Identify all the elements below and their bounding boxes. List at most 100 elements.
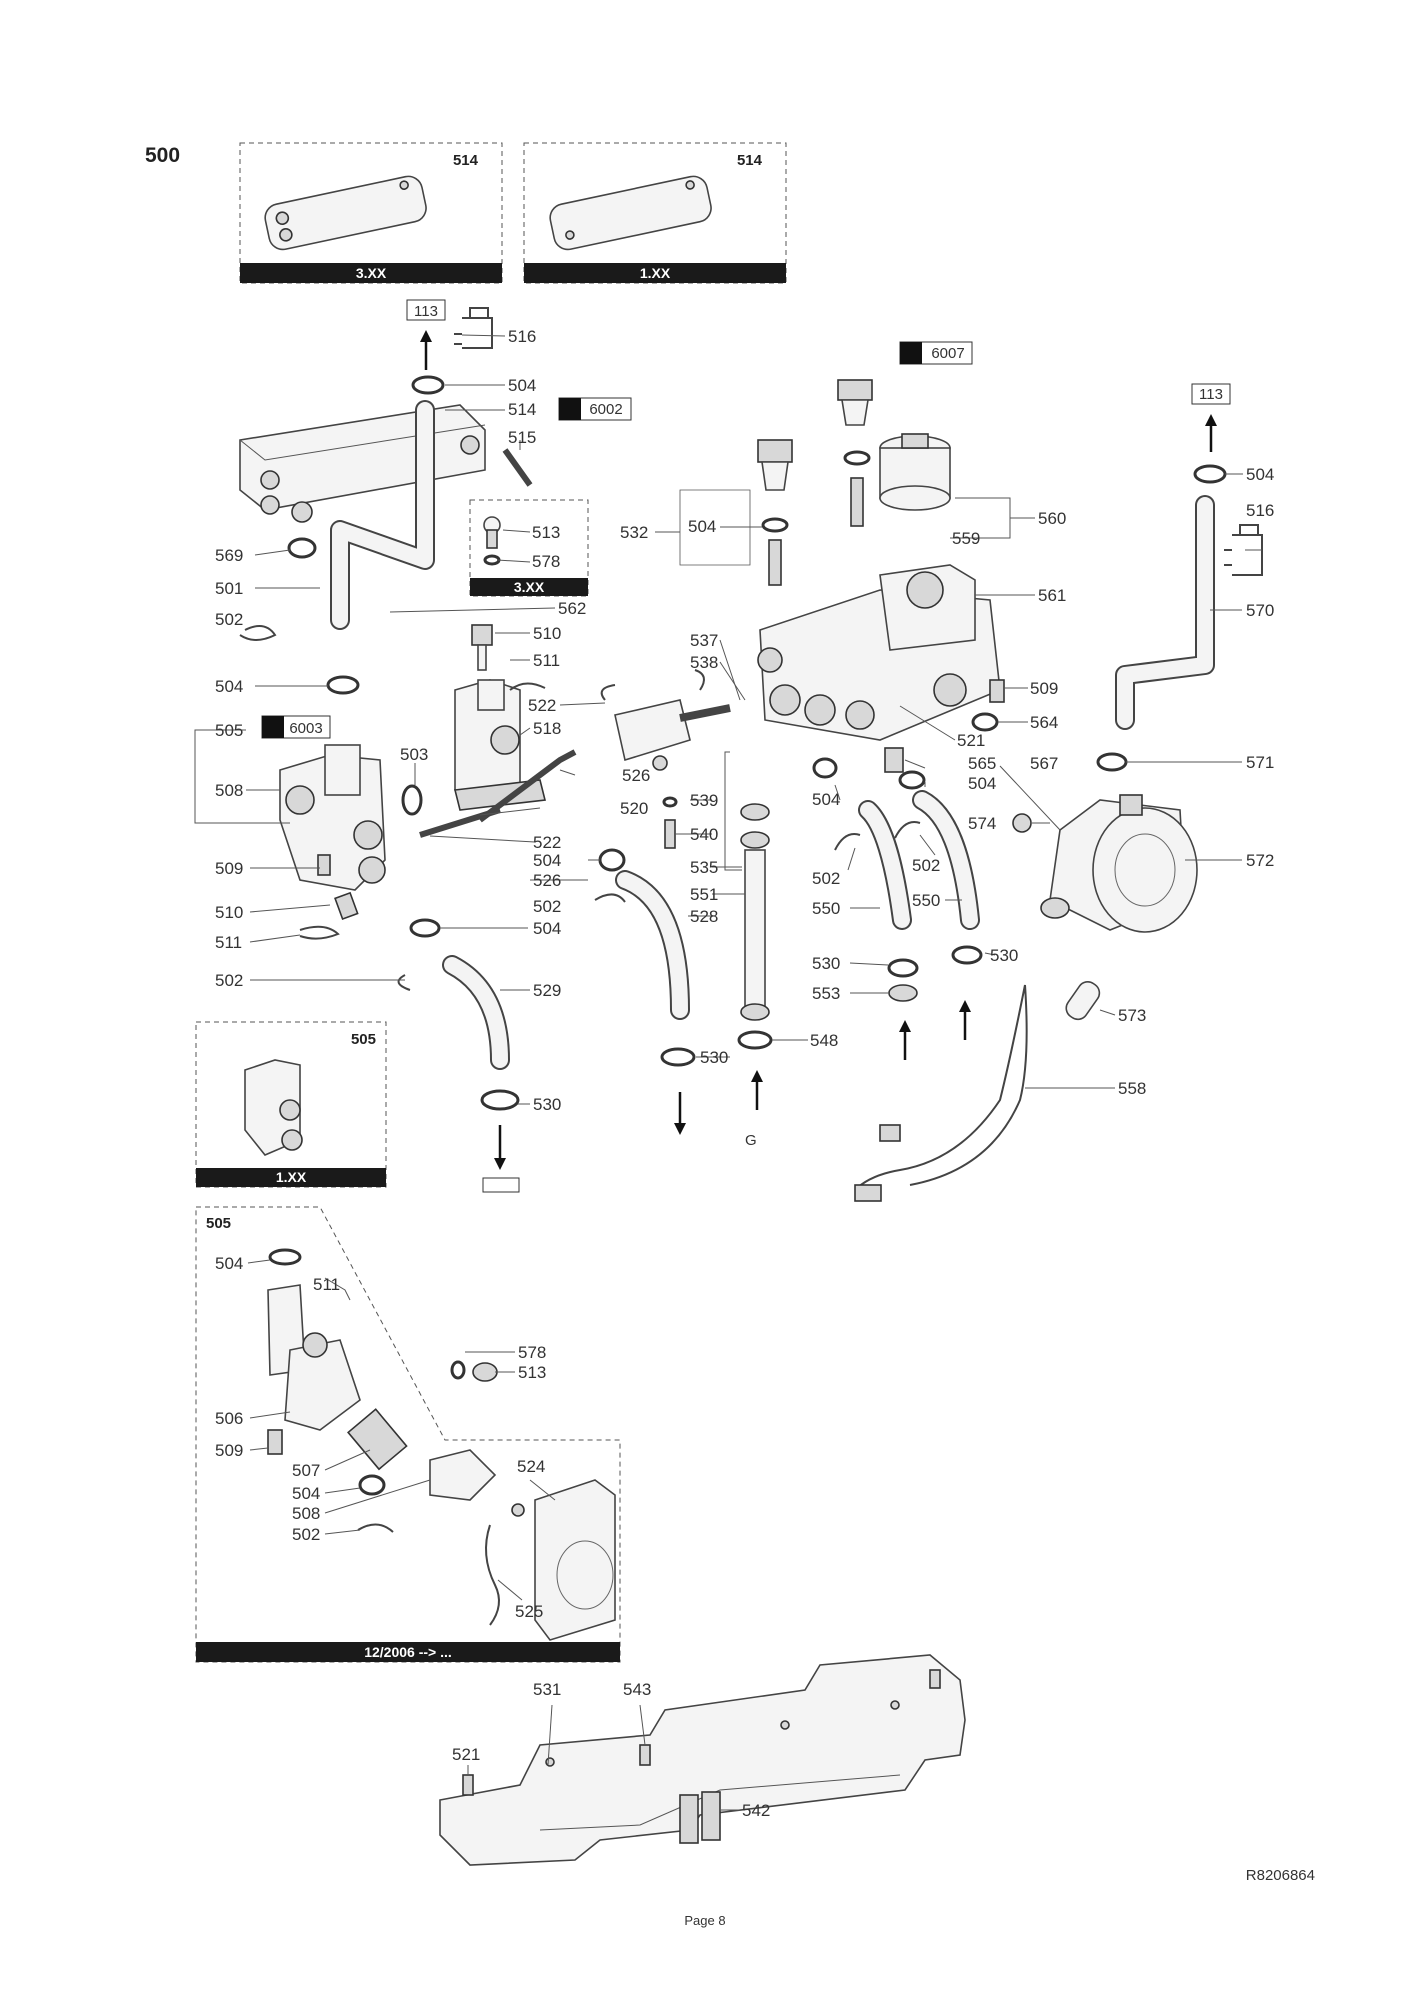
- nut-icon: [1012, 813, 1032, 833]
- inset-box-513-578: 3.XX: [469, 499, 589, 597]
- leader-lines: [194, 334, 1262, 1811]
- screw-icon: [664, 819, 676, 849]
- clip-icon: [397, 974, 411, 991]
- part-label: 560: [1038, 509, 1066, 528]
- pipe-550-left-icon: [858, 800, 912, 930]
- inset-box-3xx: 3.XX 514: [239, 142, 503, 284]
- flow-arrow-up: [899, 1020, 911, 1060]
- part-label: 504: [215, 677, 243, 696]
- part-label: 509: [1030, 679, 1058, 698]
- flow-arrow-up: [959, 1000, 971, 1040]
- o-ring-icon: [971, 712, 999, 732]
- circulation-pump-icon: [1040, 794, 1198, 933]
- part-label: 538: [690, 653, 718, 672]
- wiring-harness-558-icon: [854, 984, 1028, 1202]
- inset-bar-label: 1.XX: [640, 265, 671, 281]
- inset-box-1xx: 1.XX 514: [523, 142, 787, 284]
- part-label: 521: [452, 1745, 480, 1764]
- part-label: 504: [215, 1254, 243, 1273]
- part-label: 516: [508, 327, 536, 346]
- section-number: 500: [145, 144, 180, 167]
- part-label: 573: [1118, 1006, 1146, 1025]
- part-label: 530: [812, 954, 840, 973]
- part-label: 508: [215, 781, 243, 800]
- diagram-reference: R8206864: [1246, 1867, 1315, 1884]
- o-ring-icon: [401, 784, 423, 816]
- clip-icon: [239, 625, 277, 641]
- part-label: 504: [1246, 465, 1274, 484]
- o-ring-icon: [287, 537, 317, 559]
- clip-icon: [834, 833, 861, 851]
- plate-heat-exchanger-icon: [239, 404, 486, 523]
- clip-icon: [694, 669, 705, 691]
- part-label: 530: [700, 1048, 728, 1067]
- part-label: 567: [1030, 754, 1058, 773]
- part-label: 574: [968, 814, 996, 833]
- part-label: 509: [215, 859, 243, 878]
- part-label: 503: [400, 745, 428, 764]
- part-label: 510: [533, 624, 561, 643]
- o-ring-icon: [411, 375, 445, 395]
- sensor-icon: [317, 854, 331, 876]
- clip-516-icon: [1224, 524, 1263, 576]
- valve-head-icon: [837, 379, 873, 426]
- part-label: 537: [690, 631, 718, 650]
- part-label: 510: [215, 903, 243, 922]
- o-ring-icon: [326, 675, 360, 695]
- pipe-501-icon: [330, 400, 435, 630]
- heat-exchanger-plate-icon: [264, 175, 427, 251]
- part-labels: 516 504 514 515 513 578 569 501 562 502 …: [215, 327, 1274, 1820]
- o-ring-icon: [951, 945, 983, 965]
- sensor-icon: [334, 891, 359, 921]
- hydraulic-block-icon: [757, 564, 1001, 741]
- inset-bar-label: 3.XX: [356, 265, 387, 281]
- part-label: 532: [620, 523, 648, 542]
- part-label: 569: [215, 546, 243, 565]
- inset-part-number: 505: [206, 1215, 231, 1232]
- part-label: 501: [215, 579, 243, 598]
- clip-525-icon: [485, 1524, 500, 1626]
- part-label: 531: [533, 1680, 561, 1699]
- gas-pipe-551-icon: [740, 803, 770, 1021]
- part-label: 572: [1246, 851, 1274, 870]
- part-label: 522: [533, 833, 561, 852]
- part-label: 504: [533, 851, 561, 870]
- inset-bar-label: 12/2006 --> ...: [364, 1644, 452, 1660]
- inset-box-505-2006: 12/2006 --> ... 505: [195, 1206, 621, 1663]
- part-label: 578: [532, 552, 560, 571]
- o-ring-icon: [887, 958, 919, 978]
- valve-head-icon: [757, 439, 793, 491]
- part-label: 507: [292, 1461, 320, 1480]
- page-number: Page 8: [684, 1913, 725, 1928]
- part-label: 511: [313, 1275, 340, 1294]
- flow-ref-left-label: 113: [414, 303, 438, 320]
- part-label: 521: [957, 731, 985, 750]
- tool-6002-label: 6002: [589, 401, 622, 418]
- flow-ref-right-label: 113: [1199, 386, 1223, 403]
- part-label: 550: [912, 891, 940, 910]
- part-label: 513: [518, 1363, 546, 1382]
- part-label: 504: [968, 774, 996, 793]
- part-label: 504: [533, 919, 561, 938]
- screw-icon: [929, 1669, 941, 1689]
- part-label: 516: [1246, 501, 1274, 520]
- screw-icon: [768, 539, 782, 586]
- tool-6003-label: 6003: [289, 720, 322, 737]
- part-label: 535: [690, 858, 718, 877]
- clip-516-icon: [454, 307, 493, 349]
- pipe-550-right-icon: [912, 790, 980, 930]
- part-label: 520: [620, 799, 648, 818]
- part-label: 514: [508, 400, 536, 419]
- part-label: 559: [952, 529, 980, 548]
- pipe-529-icon: [442, 955, 510, 1070]
- screw-521-icon: [462, 1774, 474, 1796]
- flow-arrow-down: [482, 1125, 520, 1193]
- bypass-tube-icon: [478, 749, 577, 823]
- part-label: 502: [812, 869, 840, 888]
- part-label: 511: [533, 651, 560, 670]
- inset-bar-label: 3.XX: [514, 579, 545, 595]
- part-label: 511: [215, 933, 242, 952]
- inset-part-number: 514: [453, 152, 479, 169]
- tool-6007-label: 6007: [931, 345, 964, 362]
